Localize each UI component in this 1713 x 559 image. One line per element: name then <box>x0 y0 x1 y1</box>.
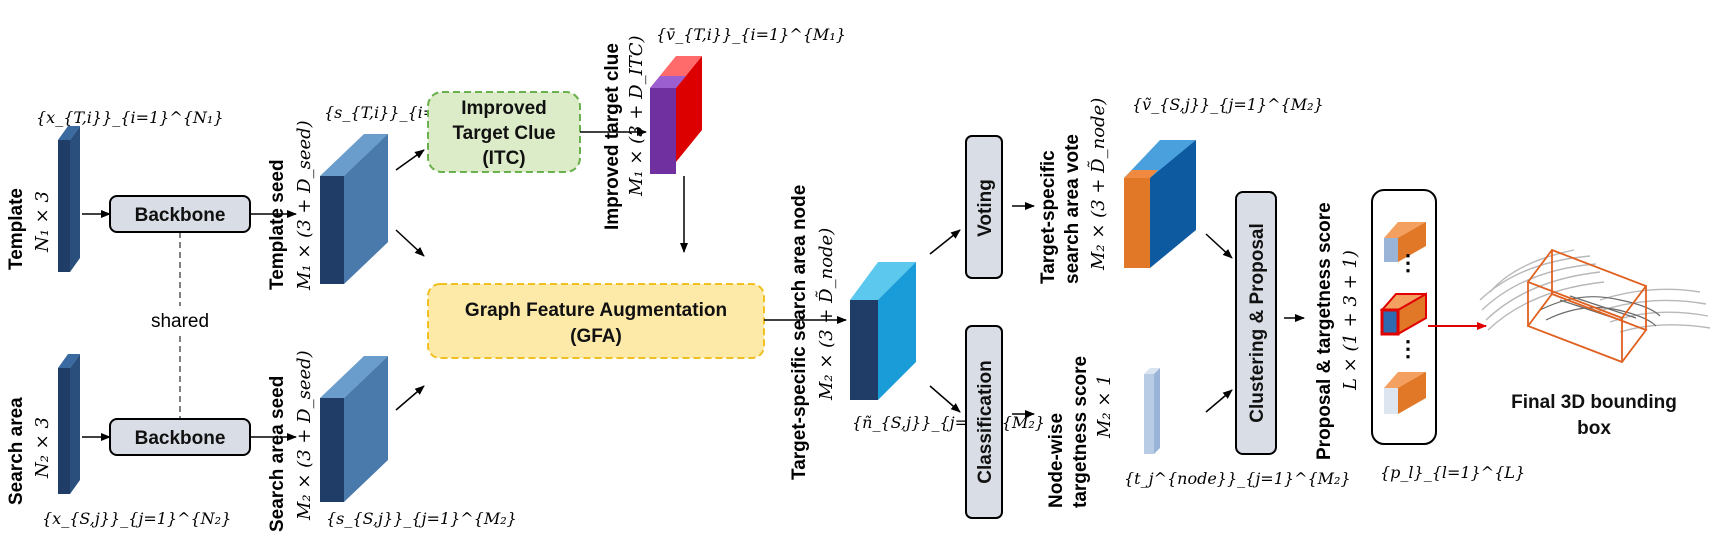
search-vote-shape: M₂ × (3 + D̃_node) <box>1087 98 1109 271</box>
search-shape: N₂ × 3 <box>32 417 53 479</box>
backbone-top-label: Backbone <box>135 205 226 226</box>
template-set: {x_{T,i}}_{i=1}^{N₁} <box>36 108 224 127</box>
ellipsis-top: ⋮ <box>1397 250 1419 275</box>
proposal-set: {p_l}_{l=1}^{L} <box>1380 463 1525 482</box>
ellipsis-bottom: ⋮ <box>1397 336 1419 361</box>
improved-clue-shape: M₁ × (3 + D_ITC) <box>626 35 647 197</box>
classification-module <box>965 325 1003 519</box>
shared-label: shared <box>151 311 209 332</box>
search-vote-label2: search area vote <box>1062 134 1083 284</box>
search-node-label: Target-specific search area node <box>789 185 810 480</box>
template-seed-block <box>320 134 388 284</box>
template-block <box>58 126 80 272</box>
search-vote-set: {ṽ_{S,j}}_{j=1}^{M₂} <box>1132 95 1324 114</box>
template-label: Template <box>6 188 27 270</box>
node-score-block <box>1144 368 1160 454</box>
proposal-label: Proposal & targetness score <box>1314 202 1335 460</box>
proposal-item-bottom <box>1384 372 1426 414</box>
search-vote-block <box>1124 140 1196 268</box>
template-seed-shape: M₁ × (3 + D_seed) <box>294 120 315 291</box>
itc-line1: Improved <box>461 98 547 119</box>
backbone-bottom-label: Backbone <box>135 428 226 449</box>
template-shape: N₁ × 3 <box>32 191 53 253</box>
itc-line2: Target Clue <box>452 123 555 144</box>
search-set: {x_{S,j}}_{j=1}^{N₂} <box>42 509 231 528</box>
proposal-shape: L × (1 + 3 + 1) <box>1340 250 1361 391</box>
output-line2: box <box>1577 418 1611 439</box>
voting-label: Voting <box>975 179 996 237</box>
search-node-shape: M₂ × (3 + D̃_node) <box>815 228 837 401</box>
improved-clue-block <box>650 56 702 174</box>
clustering-label: Clustering & Proposal <box>1247 223 1268 423</box>
search-seed-set: {s_{S,j}}_{j=1}^{M₂} <box>326 509 517 528</box>
node-score-label2: targetness score <box>1070 356 1091 508</box>
point-cloud <box>1479 249 1711 333</box>
gfa-line2: (GFA) <box>570 326 622 347</box>
voting-module <box>965 135 1003 279</box>
classification-label: Classification <box>975 360 996 484</box>
node-score-set: {t_j^{node}}_{j=1}^{M₂} <box>1124 469 1351 488</box>
bounding-box-3d <box>1526 248 1648 364</box>
proposal-item-top <box>1384 222 1426 262</box>
search-block <box>58 354 80 494</box>
search-label: Search area <box>6 397 27 505</box>
search-node-set: {ñ_{S,j}}_{j=1}^{M₂} <box>852 413 1045 432</box>
search-seed-shape: M₂ × (3 + D_seed) <box>294 350 315 521</box>
improved-clue-set: {v̄_{T,i}}_{i=1}^{M₁} <box>656 25 846 44</box>
node-score-label1: Node-wise <box>1046 413 1067 508</box>
improved-clue-label: Improved target clue <box>602 43 623 230</box>
search-seed-label: Search area seed <box>267 376 288 532</box>
gfa-line1: Graph Feature Augmentation <box>465 300 727 321</box>
gfa-module <box>427 283 765 359</box>
proposal-item-selected <box>1379 292 1427 336</box>
node-score-shape: M₂ × 1 <box>1094 374 1115 439</box>
search-seed-block <box>320 356 388 502</box>
output-line1: Final 3D bounding <box>1511 392 1677 413</box>
clustering-module <box>1235 191 1277 455</box>
search-vote-label1: Target-specific <box>1038 150 1059 284</box>
search-node-block <box>850 262 916 400</box>
template-seed-label: Template seed <box>267 159 288 290</box>
itc-line3: (ITC) <box>482 148 525 169</box>
